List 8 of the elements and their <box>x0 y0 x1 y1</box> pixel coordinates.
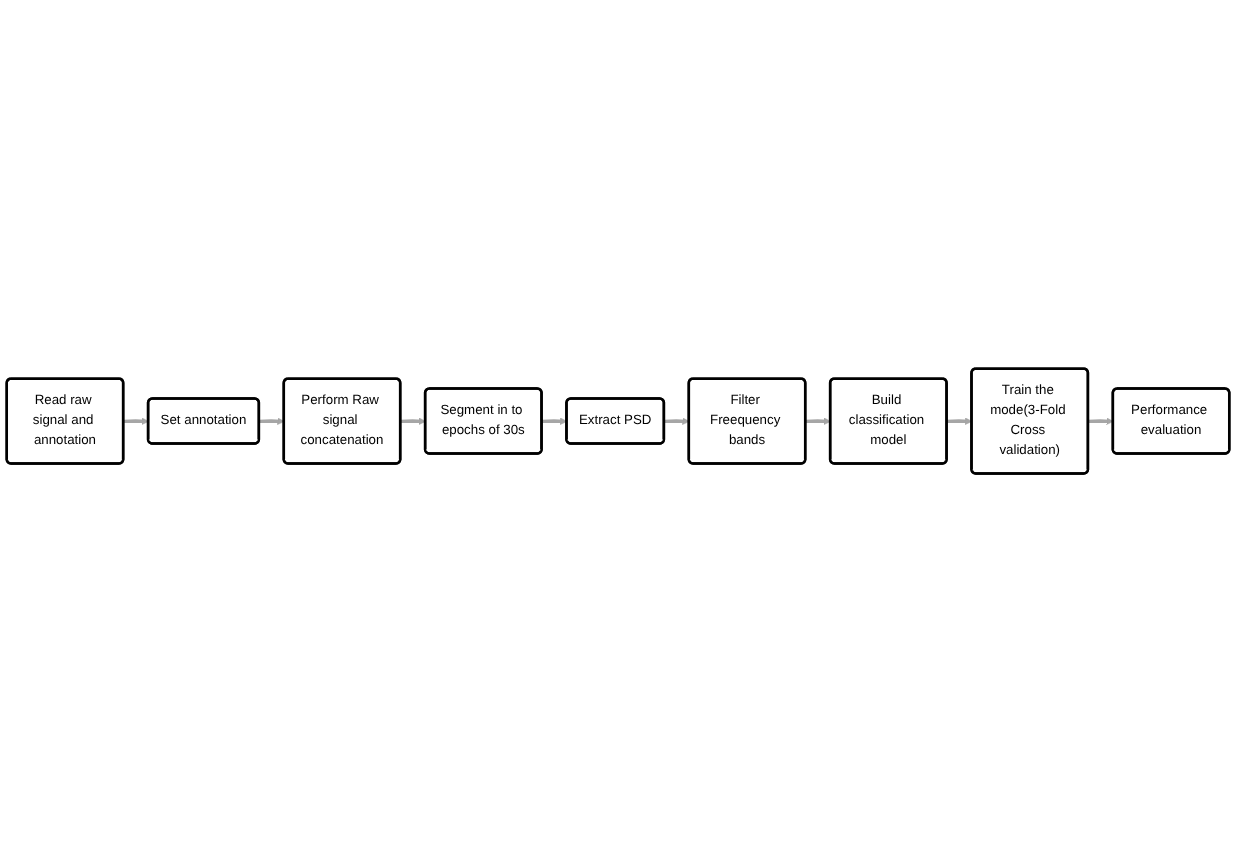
arrow <box>123 418 149 426</box>
arrow <box>400 418 426 426</box>
arrow <box>541 418 568 426</box>
arrow <box>664 418 690 426</box>
arrow <box>259 418 285 426</box>
arrow <box>805 418 831 426</box>
arrow <box>1088 418 1114 426</box>
arrow <box>946 418 973 426</box>
